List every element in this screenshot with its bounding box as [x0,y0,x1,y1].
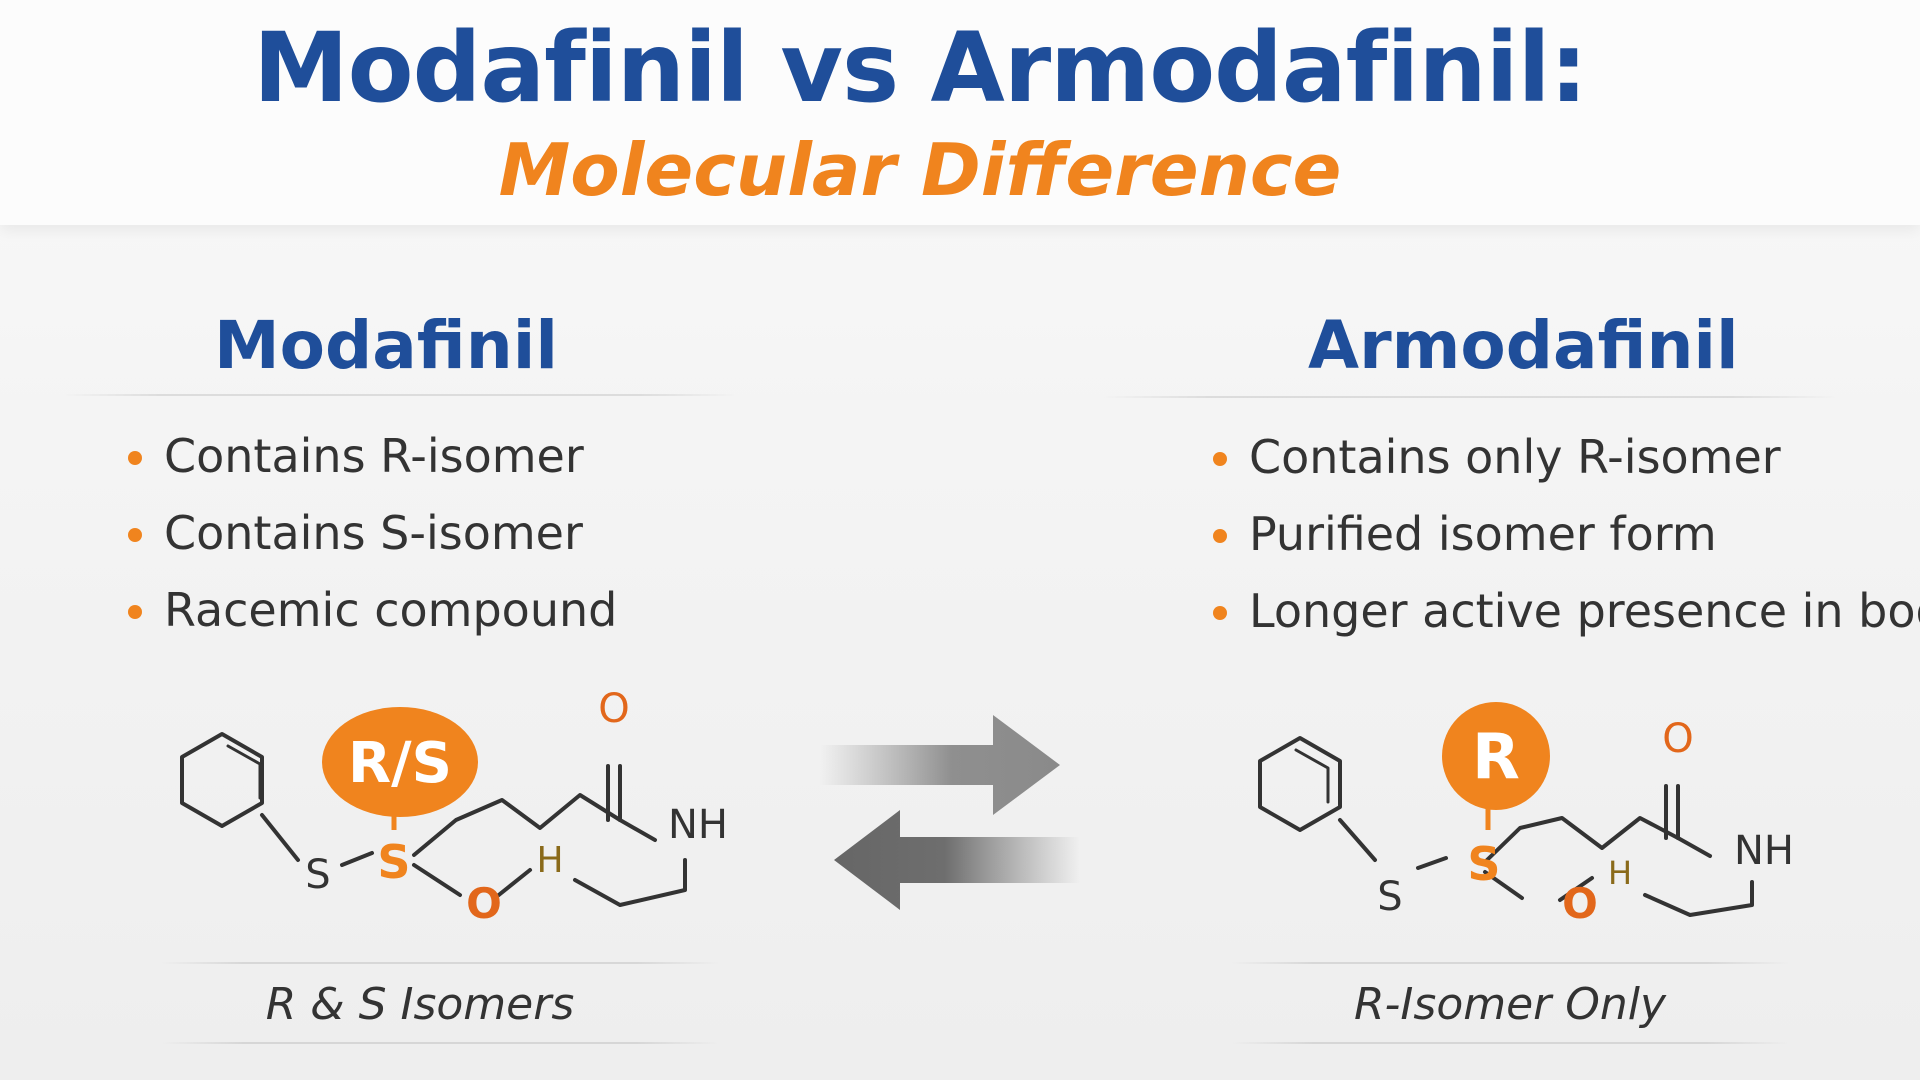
bullet-text: Contains S-isomer [164,506,583,560]
atom-nh: NH [668,802,728,848]
benzene-ring [1258,736,1342,832]
header-band: Modafinil vs Armodafinil: Molecular Diff… [0,0,1920,225]
modafinil-title-divider [60,394,740,396]
benzene-inner-bond [226,744,262,800]
ring-closure [1643,880,1754,917]
armodafinil-caption-underline [1230,1042,1790,1044]
atom-o-bottom: O [1562,879,1598,928]
ring-closure [573,858,687,907]
atom-nh: NH [1734,828,1794,874]
benzene-ring [180,732,264,828]
atom-s-center: S [1467,837,1500,891]
bullet-dot-icon [1213,606,1227,620]
list-item: Contains S-isomer [128,495,617,572]
bullet-text: Longer active presence in body [1249,584,1920,638]
modafinil-caption-divider [160,962,720,964]
bullet-text: Racemic compound [164,583,618,637]
bullet-text: Contains R-isomer [164,429,584,483]
atom-h: H [536,840,563,881]
bullet-text: Purified isomer form [1249,507,1717,561]
ring-s-bond [260,813,300,862]
modafinil-caption-underline [160,1042,720,1044]
modafinil-title: Modafinil [214,307,558,384]
bullet-dot-icon [128,528,142,542]
carbon-chain [1483,816,1680,864]
bullet-dot-icon [128,605,142,619]
atom-o-bottom: O [466,879,502,928]
arrow-right-icon [820,715,1060,815]
r-badge-label: R [1472,720,1520,793]
s-s-bond [1416,856,1448,870]
armodafinil-caption-divider [1230,962,1790,964]
atom-s-left: S [1377,874,1402,920]
rs-badge-label: R/S [348,731,452,796]
list-item: Longer active presence in body [1213,573,1920,650]
atom-h: H [1608,854,1632,892]
s-o-bond [1483,870,1524,900]
molecule-bonds [1258,736,1754,917]
armodafinil-title: Armodafinil [1308,307,1739,384]
list-item: Contains R-isomer [128,418,617,495]
armodafinil-title-divider [1100,396,1840,398]
bullet-dot-icon [1213,529,1227,543]
arrow-left-icon [834,810,1080,910]
bullet-text: Contains only R-isomer [1249,430,1781,484]
amide-bond [618,818,657,842]
s-o-bond [412,863,462,897]
equilibrium-arrows [820,715,1080,910]
o-h-bond [1558,876,1594,902]
list-item: Contains only R-isomer [1213,419,1920,496]
armodafinil-molecule-diagram: R O NH S S O H [1258,702,1794,928]
page-subtitle: Molecular Difference [498,128,1342,212]
o-h-bond [493,868,532,900]
ring-s-bond [1338,818,1377,862]
molecule-bonds [180,732,687,907]
carbon-chain [412,793,622,857]
atom-o-top: O [1662,716,1693,762]
bullet-dot-icon [128,451,142,465]
atom-o-top: O [598,686,629,732]
s-s-bond [340,851,374,867]
amide-bond [1676,836,1712,858]
modafinil-caption: R & S Isomers [265,979,575,1030]
atom-s-left: S [305,852,330,898]
bullet-dot-icon [1213,452,1227,466]
rs-badge-icon [322,707,478,817]
r-badge-icon [1442,702,1550,810]
list-item: Purified isomer form [1213,496,1920,573]
page-title: Modafinil vs Armodafinil: [253,12,1588,124]
atom-s-center: S [377,835,410,889]
modafinil-molecule-diagram: R/S O NH S S O H [180,686,728,928]
list-item: Racemic compound [128,572,617,649]
benzene-inner-bond [1294,748,1330,804]
modafinil-bullet-list: Contains R-isomer Contains S-isomer Race… [128,418,617,649]
armodafinil-caption: R-Isomer Only [1353,979,1667,1030]
armodafinil-bullet-list: Contains only R-isomer Purified isomer f… [1213,419,1920,650]
